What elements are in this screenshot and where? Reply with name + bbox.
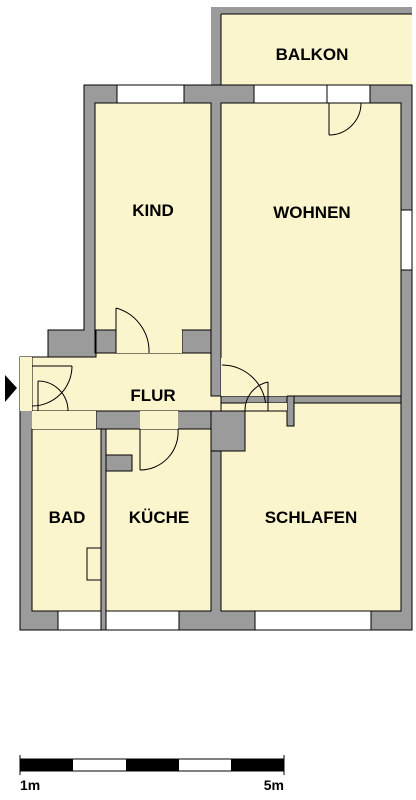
window-kueche [105,610,180,631]
label-schlafen: SCHLAFEN [265,508,358,527]
entrance-arrow-icon [5,375,17,402]
window-kind [116,84,185,104]
floor-schlafen [220,402,402,612]
floor-kind [94,102,212,354]
label-kueche: KÜCHE [129,508,189,527]
scale-end-label: 5m [264,777,284,793]
room-floors [31,102,402,612]
label-balkon: BALKON [276,45,349,64]
window-schlafen [254,610,372,631]
bath-fixture [86,547,102,581]
doors [20,84,371,471]
floor-flur [31,352,222,412]
scale-bar: 1m 5m [19,755,285,793]
scale-start-label: 1m [20,777,40,793]
floor-wohnen [220,102,402,397]
label-kind: KIND [132,201,174,220]
label-wohnen: WOHNEN [273,203,350,222]
balcony [211,7,412,85]
label-flur: FLUR [130,386,175,405]
label-bad: BAD [49,508,86,527]
window-east-1 [400,209,413,271]
window-bad [57,610,102,631]
